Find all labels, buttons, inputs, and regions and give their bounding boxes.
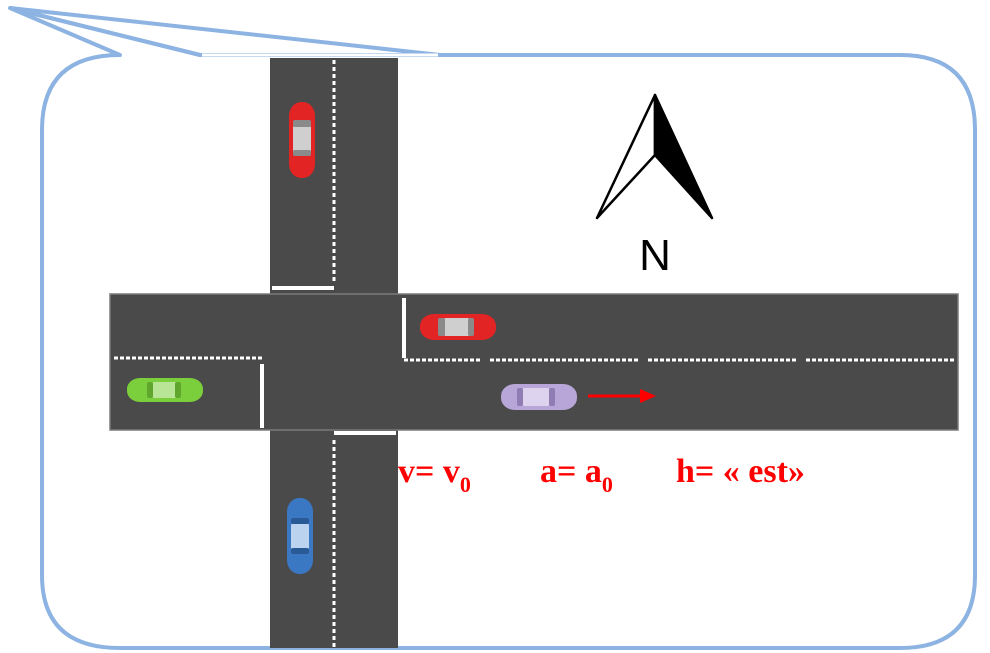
motion-caption: v= v0 a= a0 h= « est» bbox=[398, 453, 805, 497]
heading-arrow-icon bbox=[588, 389, 656, 403]
roads bbox=[109, 58, 959, 648]
heading-label: h= « est» bbox=[676, 453, 805, 490]
lane-markings bbox=[114, 60, 956, 648]
velocity-subscript: 0 bbox=[460, 472, 471, 497]
car-green-west bbox=[127, 378, 203, 402]
road-west bbox=[110, 294, 270, 430]
road-east bbox=[398, 294, 958, 430]
acceleration-subscript: 0 bbox=[602, 472, 613, 497]
acceleration-label: a= a bbox=[540, 453, 602, 490]
north-label: N bbox=[639, 231, 671, 280]
car-purple-east bbox=[501, 384, 577, 410]
car-red-east bbox=[420, 314, 496, 340]
north-arrow-icon: N bbox=[595, 93, 714, 280]
speech-bubble-tail bbox=[9, 6, 441, 57]
car-blue-south bbox=[287, 498, 313, 574]
svg-text:a= a0: a= a0 bbox=[540, 453, 613, 497]
car-red-north bbox=[289, 102, 315, 178]
velocity-label: v= v bbox=[398, 453, 460, 490]
svg-text:v= v0: v= v0 bbox=[398, 453, 471, 497]
